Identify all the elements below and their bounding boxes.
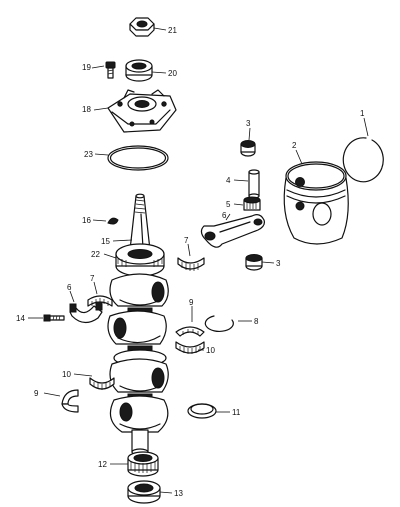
- lower-seal: [127, 480, 161, 504]
- callout-6a: 6: [222, 211, 227, 220]
- piston-pin: [248, 169, 260, 199]
- callout-3b: 3: [276, 259, 281, 268]
- callout-18: 18: [82, 105, 91, 114]
- callout-12: 12: [98, 460, 107, 469]
- callout-9b: 9: [34, 389, 39, 398]
- upper-end-cap: [107, 89, 177, 133]
- callout-19: 19: [82, 63, 91, 72]
- o-ring: [107, 145, 169, 171]
- callout-13: 13: [174, 489, 183, 498]
- rod-cap-screw: [43, 314, 65, 322]
- callout-3a: 3: [246, 119, 251, 128]
- callout-15: 15: [101, 237, 110, 246]
- callout-21: 21: [168, 26, 177, 35]
- callout-4: 4: [226, 176, 231, 185]
- needle-bearing-half-right: [175, 341, 205, 354]
- callout-16: 16: [82, 216, 91, 225]
- piston-pin-retainer-lower: [245, 254, 263, 271]
- callout-23: 23: [84, 150, 93, 159]
- bearing-cage-half-right: [175, 326, 205, 337]
- needle-bearing-half-left: [89, 377, 115, 390]
- cap-screw: [105, 61, 116, 79]
- callout-10a: 10: [206, 346, 215, 355]
- callout-5: 5: [226, 200, 231, 209]
- woodruff-key: [107, 217, 119, 225]
- callout-7b: 7: [90, 274, 95, 283]
- callout-11: 11: [232, 408, 241, 417]
- connecting-rod: [200, 214, 265, 248]
- lower-ring: [187, 403, 217, 419]
- callout-9a: 9: [189, 298, 194, 307]
- rod-bearing-upper-right: [177, 257, 205, 271]
- bearing-cage-half-left: [61, 389, 79, 413]
- callout-8: 8: [254, 317, 259, 326]
- crankshaft: [107, 193, 169, 456]
- piston: [283, 161, 349, 245]
- upper-seal: [125, 59, 153, 82]
- callout-14: 14: [16, 314, 25, 323]
- small-end-bearing: [243, 196, 261, 211]
- callout-7a: 7: [184, 236, 189, 245]
- callout-10b: 10: [62, 370, 71, 379]
- callout-22: 22: [91, 250, 100, 259]
- callout-6b: 6: [67, 283, 72, 292]
- rod-cap: [69, 301, 103, 324]
- callout-20: 20: [168, 69, 177, 78]
- callout-2: 2: [292, 141, 297, 150]
- flywheel-nut: [129, 17, 155, 37]
- lower-roller-bearing: [127, 451, 159, 477]
- callout-1: 1: [360, 109, 365, 118]
- piston-ring: [342, 137, 384, 183]
- main-bearing-ring: [204, 315, 234, 332]
- piston-pin-retainer-top: [240, 140, 256, 157]
